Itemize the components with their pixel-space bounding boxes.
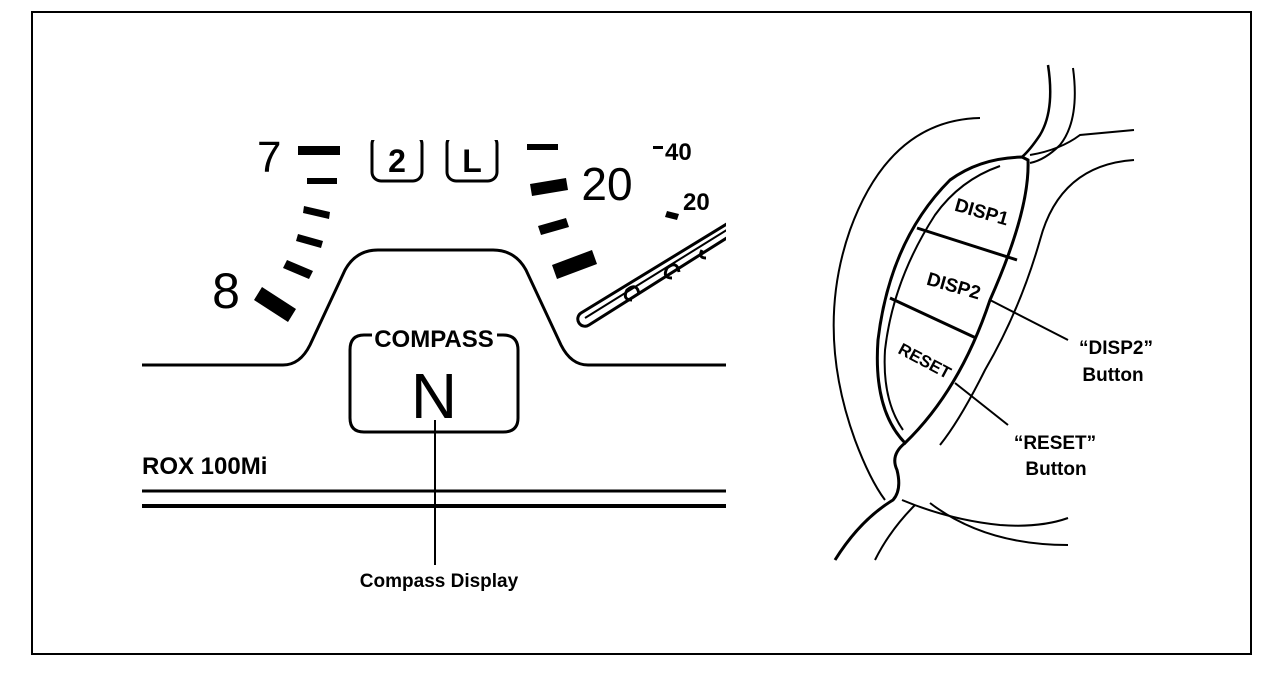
reset-caption-line1: “RESET” [1014, 433, 1096, 454]
figure-frame [31, 11, 1252, 655]
steering-wheel-controls [832, 64, 1135, 561]
gauge-small-40: 40 [665, 139, 692, 166]
gauge-small-20: 20 [683, 189, 710, 216]
gauge-number-20: 20 [581, 158, 632, 210]
compass-display-caption: Compass Display [360, 571, 519, 592]
range-text: ROX 100Mi [142, 453, 267, 480]
gear-indicator-l: L [445, 140, 499, 183]
gear-indicator-2: 2 [370, 140, 424, 183]
bezel-outline [142, 248, 726, 367]
gauge-tick-marks [254, 144, 679, 322]
disp2-caption-line2: Button [1082, 365, 1143, 386]
reset-callout-line [954, 382, 1009, 426]
reset-caption-line2: Button [1025, 459, 1086, 480]
gauge-number-8: 8 [212, 263, 240, 319]
wheel-rim-outer [832, 117, 981, 501]
gauge-number-7: 7 [257, 133, 281, 182]
compass-display: COMPASS N [348, 326, 520, 434]
svg-text:L: L [462, 143, 482, 179]
gauge-area: 7 8 20 40 20 2 L COMPASS N [142, 133, 726, 508]
button-pod [875, 155, 1030, 446]
compass-label: COMPASS [374, 326, 494, 353]
svg-text:2: 2 [388, 143, 406, 179]
disp2-callout-line [989, 299, 1069, 341]
gauge-needle [576, 222, 726, 328]
disp2-caption-line1: “DISP2” [1079, 338, 1153, 359]
